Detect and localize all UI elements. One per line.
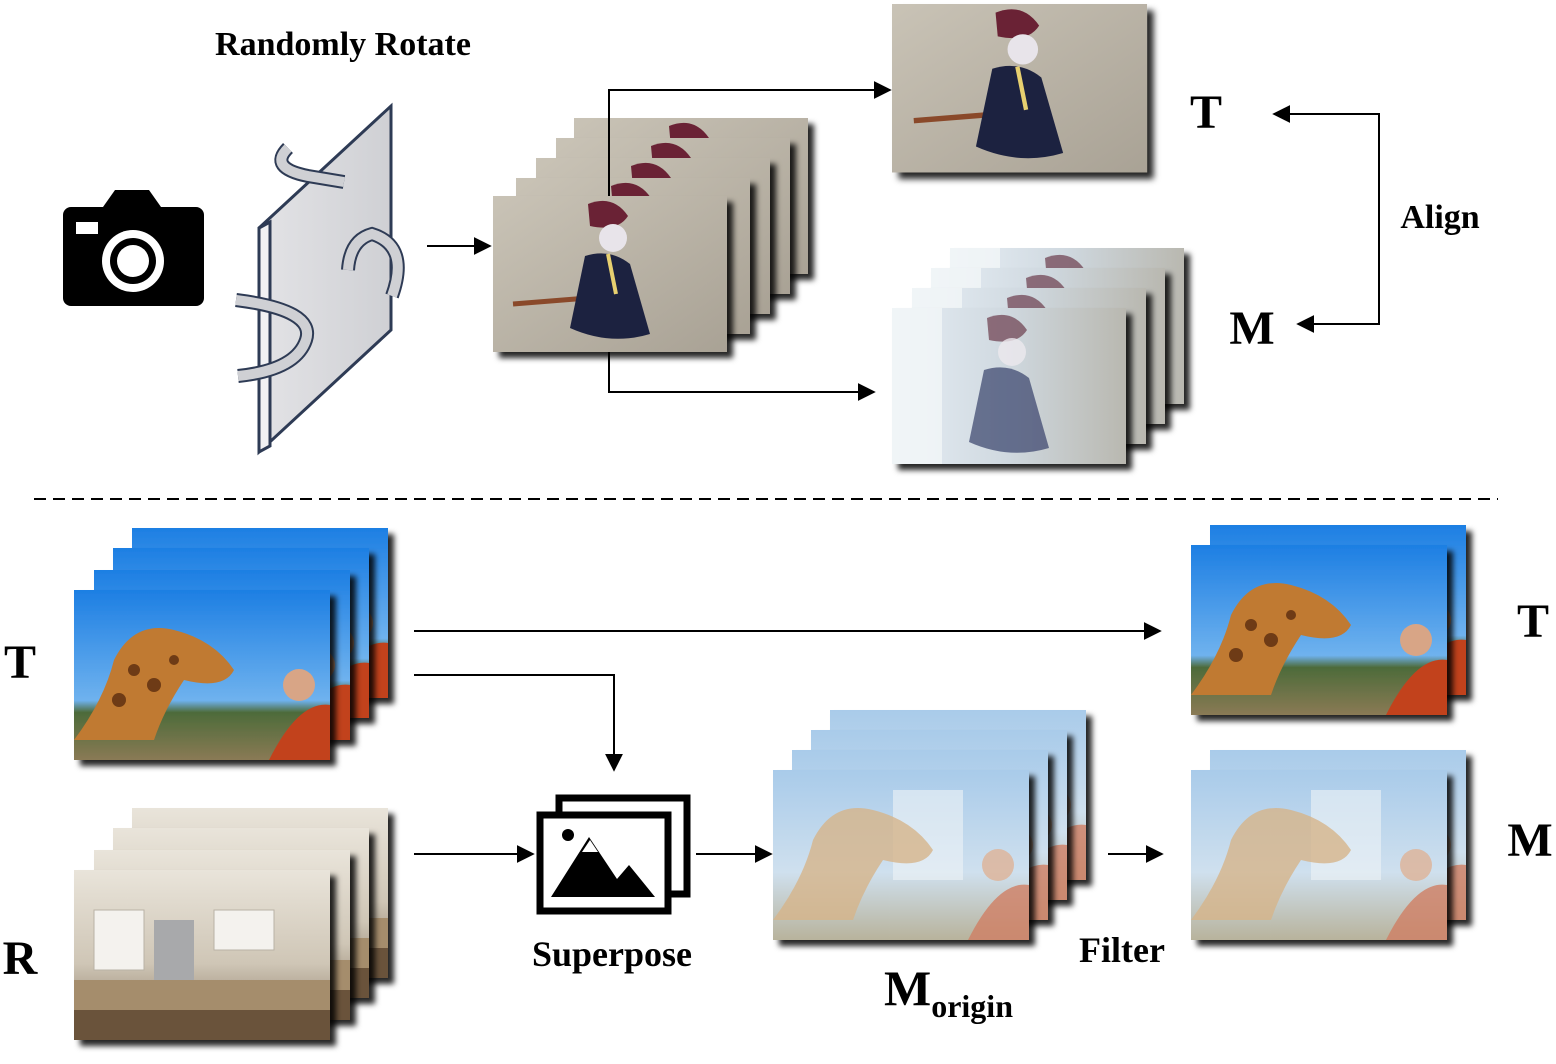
randomly-rotate-title: Randomly Rotate [215, 26, 471, 63]
label-m-top: M [1229, 302, 1274, 355]
rotating-panel-icon [235, 102, 405, 456]
reflection-stack-left [73, 807, 389, 1041]
rotated-image-stack [493, 118, 808, 352]
m-origin-main: M [884, 960, 931, 1016]
label-m-right: M [1507, 814, 1552, 867]
label-r-left: R [3, 932, 39, 985]
transmission-stack-right [1191, 525, 1466, 715]
label-t-top: T [1190, 86, 1222, 139]
filter-label: Filter [1079, 930, 1165, 970]
label-t-left: T [4, 636, 36, 689]
superpose-icon [536, 794, 691, 915]
transmission-image-top [892, 4, 1147, 172]
label-t-right: T [1517, 595, 1549, 648]
mixture-stack-right [1191, 750, 1466, 940]
m-origin-sub: origin [931, 988, 1013, 1024]
align-label: Align [1400, 199, 1479, 236]
transmission-stack-left [74, 528, 388, 760]
camera-icon [63, 190, 204, 306]
superpose-label: Superpose [532, 934, 692, 974]
m-origin-label: Morigin [884, 960, 1013, 1024]
m-origin-stack [773, 710, 1086, 940]
mixture-image-stack-top [892, 248, 1184, 464]
